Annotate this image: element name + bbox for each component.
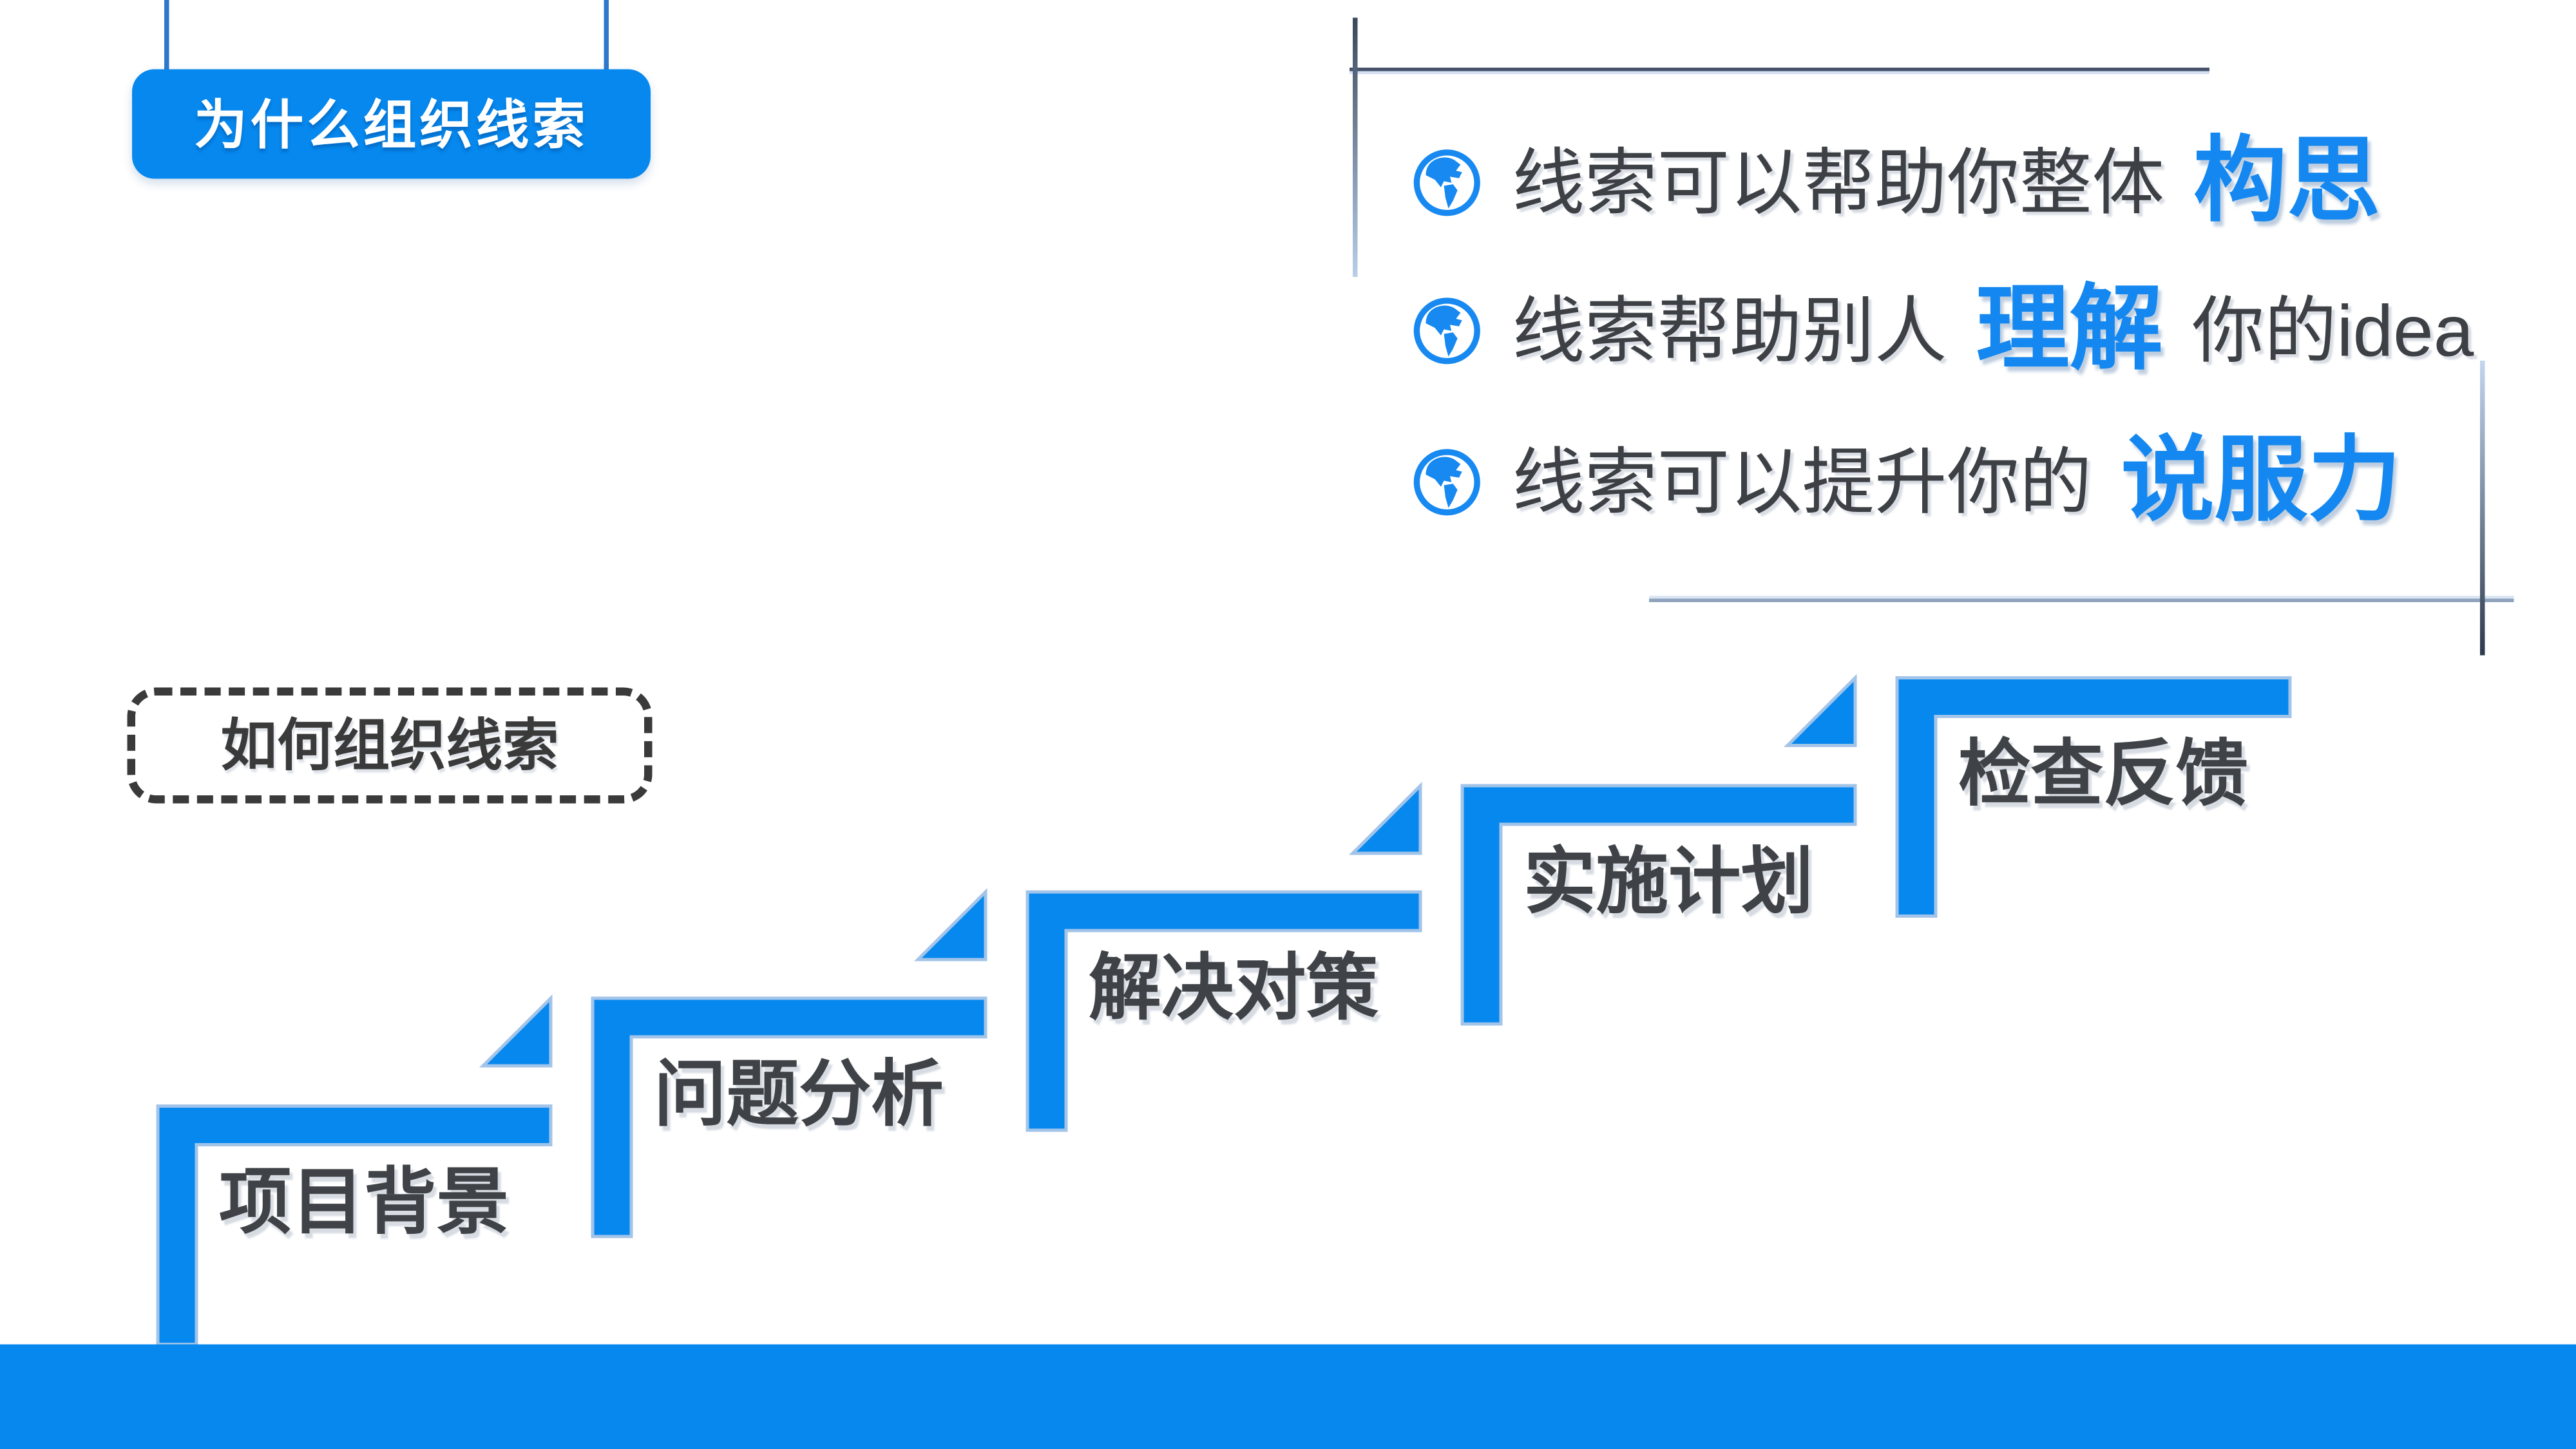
decor-line-bottom-vertical: [2480, 361, 2485, 656]
footer-bar: [0, 1344, 2576, 1449]
step-bracket-3: [1026, 890, 1422, 1132]
why-organize-badge-label: 为什么组织线索: [194, 94, 589, 154]
badge-hanging-line-left: [164, 0, 169, 71]
benefit-text-accent: 构思: [2193, 129, 2381, 234]
step-label-5: 检查反馈: [1958, 732, 2249, 815]
step-bracket-4: [1460, 784, 1857, 1026]
how-organize-box-label: 如何组织线索: [220, 714, 559, 777]
how-organize-box: 如何组织线索: [127, 687, 653, 804]
step-fold-triangle-4: [1348, 781, 1422, 855]
badge-hanging-line-right: [604, 0, 609, 71]
benefit-item-1: 线索可以帮助你整体构思: [1411, 132, 2409, 232]
why-organize-badge: 为什么组织线索: [132, 69, 651, 179]
step-label-4: 实施计划: [1523, 840, 1814, 923]
benefit-item-3: 线索可以提升你的说服力: [1411, 431, 2430, 531]
step-label-3: 解决对策: [1089, 947, 1379, 1029]
step-bracket-2: [591, 996, 987, 1238]
step-label-1: 项目背景: [219, 1160, 510, 1243]
benefit-text-accent: 说服力: [2121, 428, 2401, 533]
benefit-item-2: 线索帮助别人理解你的idea: [1411, 280, 2474, 380]
step-bracket-5: [1895, 676, 2292, 918]
step-label-2: 问题分析: [654, 1053, 944, 1135]
globe-icon: [1413, 148, 1480, 216]
globe-icon: [1413, 448, 1480, 515]
benefit-text-pre: 线索帮助别人: [1512, 289, 1947, 372]
benefit-text-pre: 线索可以帮助你整体: [1512, 140, 2165, 223]
step-fold-triangle-3: [913, 887, 987, 961]
step-fold-triangle-5: [1783, 674, 1857, 747]
decor-line-top-vertical: [1353, 17, 1358, 277]
benefit-text-accent: 理解: [1976, 277, 2163, 382]
decor-line-bottom-horizontal: [1649, 596, 2514, 602]
benefit-text-post: 你的idea: [2191, 289, 2474, 372]
step-fold-triangle-2: [479, 994, 553, 1068]
decor-line-top-horizontal: [1350, 68, 2209, 74]
globe-icon: [1413, 296, 1480, 364]
benefit-text-pre: 线索可以提升你的: [1512, 440, 2092, 523]
